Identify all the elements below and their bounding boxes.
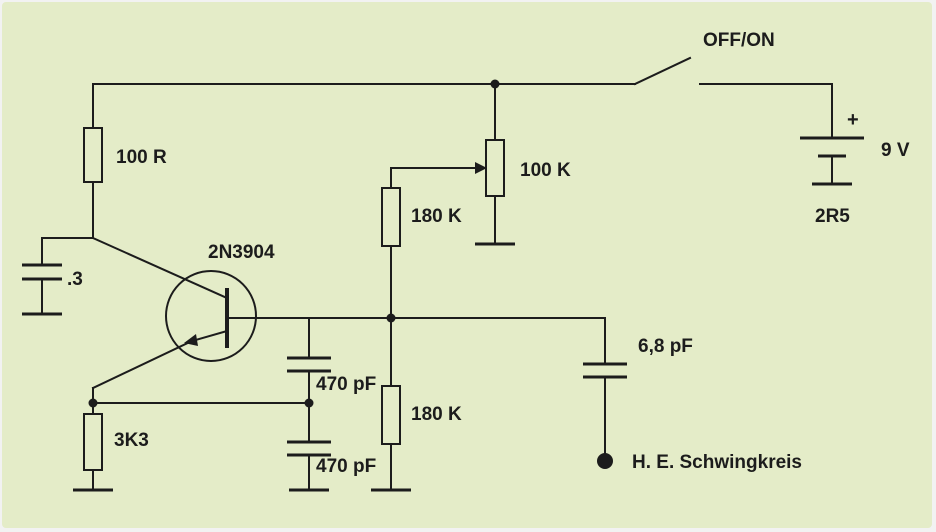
battery-type-label: 2R5 [815,206,850,227]
feedback-junction-dot [304,398,314,408]
wiper-arrow [475,162,487,174]
r-emitter-resistor [83,413,103,471]
switch-lever [633,56,692,86]
r-supply-resistor [83,127,103,183]
r-emitter-label: 3K3 [114,430,149,451]
c-decoupling-wire [41,237,94,264]
potentiometer-label: 100 K [520,160,571,181]
c-feedback-upper-label: 470 pF [316,374,376,395]
switch-right-wire [699,83,833,137]
battery-voltage-label: 9 V [881,140,910,161]
battery-polarity-label: + [847,109,859,131]
collector-wire [91,236,229,300]
r-bias-upper-resistor [381,187,401,247]
r-supply-label: 100 R [116,147,167,168]
r-bias-upper-label: 180 K [411,206,462,227]
switch-label: OFF/ON [703,30,775,51]
c-feedback-lower-label: 470 pF [316,456,376,477]
output-label: H. E. Schwingkreis [632,452,802,473]
r-bias-lower-label: 180 K [411,404,462,425]
transistor-outline [165,270,257,362]
c-coupling-label: 6,8 pF [638,336,693,357]
emitter-wire [91,339,194,390]
wiper-wire [390,167,479,189]
emitter-lead [190,329,229,343]
potentiometer-body [485,139,505,197]
transistor-label: 2N3904 [208,242,275,263]
r-bias-lower-resistor [381,385,401,445]
output-terminal [597,453,613,469]
c-decoupling-label: .3 [67,269,83,290]
